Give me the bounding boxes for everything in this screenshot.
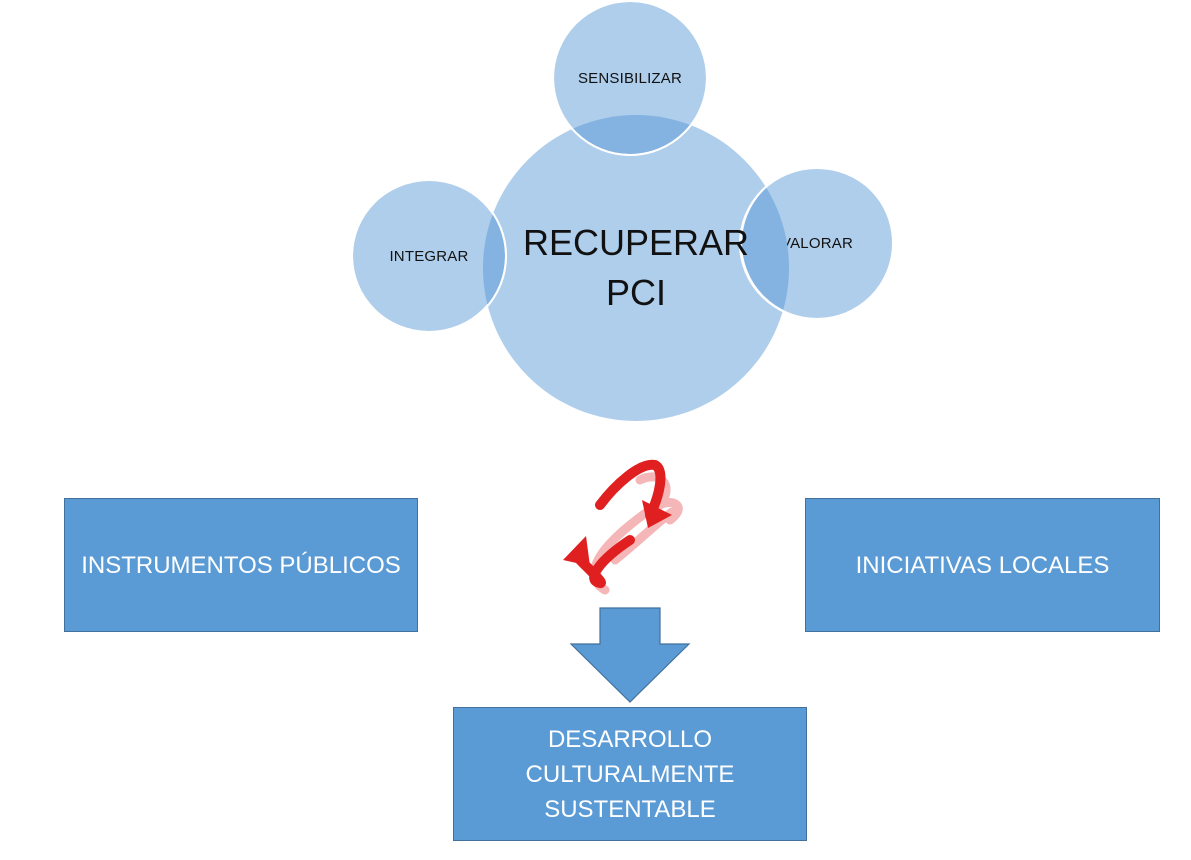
exchange-arrowhead-left — [563, 536, 590, 566]
box-label-iniciativas-locales: INICIATIVAS LOCALES — [855, 551, 1110, 579]
circle-label-valorar: VALORAR — [781, 235, 853, 252]
center-label: RECUPERAR PCI — [516, 218, 756, 318]
box-instrumentos-publicos: INSTRUMENTOS PÚBLICOS — [64, 498, 418, 632]
circle-label-sensibilizar: SENSIBILIZAR — [577, 70, 683, 87]
circle-integrar: INTEGRAR — [351, 179, 507, 333]
exchange-arrow-up — [570, 535, 635, 588]
exchange-arrow-curve-top — [595, 459, 666, 520]
down-arrow-shape — [569, 607, 691, 703]
circle-sensibilizar: SENSIBILIZAR — [552, 0, 708, 156]
box-desarrollo-sustentable: DESARROLLO CULTURALMENTE SUSTENTABLE — [453, 707, 807, 841]
exchange-shadow-stroke-2 — [610, 472, 677, 565]
result-line1: DESARROLLO — [547, 725, 713, 753]
center-circle — [483, 115, 789, 421]
circle-valorar: VALORAR — [739, 167, 895, 320]
center-label-line2: PCI — [605, 272, 666, 313]
circle-label-integrar: INTEGRAR — [389, 247, 469, 265]
exchange-arrowhead-right — [642, 500, 672, 528]
box-label-instrumentos-publicos: INSTRUMENTOS PÚBLICOS — [81, 551, 401, 579]
result-line3: SUSTENTABLE — [544, 795, 716, 823]
center-label-line1: RECUPERAR — [522, 222, 750, 263]
exchange-shadow-stroke — [589, 498, 683, 595]
result-line2: CULTURALMENTE — [525, 760, 735, 788]
box-iniciativas-locales: INICIATIVAS LOCALES — [805, 498, 1160, 632]
